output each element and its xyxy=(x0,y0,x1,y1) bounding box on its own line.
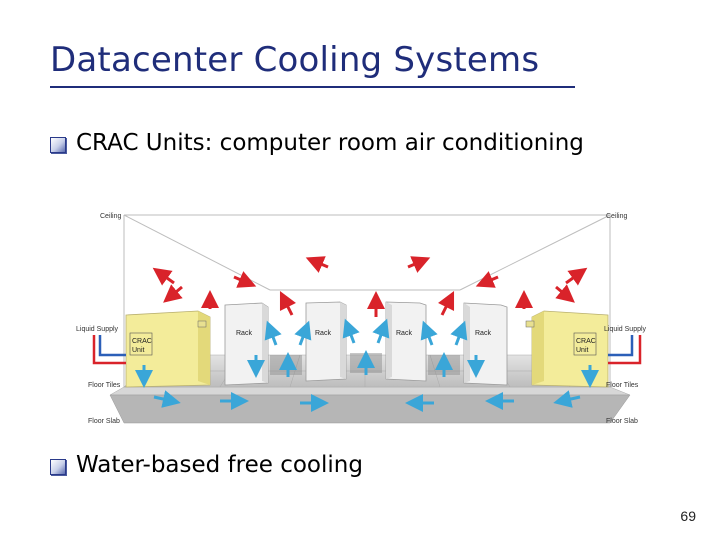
crac-right-label-1: CRAC xyxy=(576,338,596,345)
bullet-marker-icon xyxy=(50,136,66,153)
rack-label-4: Rack xyxy=(475,330,491,337)
bullet-crac-units: CRAC Units: computer room air conditioni… xyxy=(50,130,584,156)
rack-2 xyxy=(305,301,347,382)
liquid-supply-left-label: Liquid Supply xyxy=(76,326,119,333)
slide-title: Datacenter Cooling Systems xyxy=(50,40,540,80)
liquid-supply-right-label: Liquid Supply xyxy=(604,326,647,333)
ceiling-right-label: Ceiling xyxy=(606,213,628,220)
floor-slab xyxy=(109,394,631,424)
diagram-svg: CRAC Unit CRAC Unit xyxy=(76,213,647,425)
page-number: 69 xyxy=(680,508,696,524)
cold-air-arrows xyxy=(135,318,599,412)
rack-1 xyxy=(224,302,269,386)
rack-label-2: Rack xyxy=(315,330,331,337)
title-underline xyxy=(50,86,575,88)
bullet-marker-icon xyxy=(50,458,66,475)
liquid-pipes-right xyxy=(608,335,642,365)
floor-tiles-right-label: Floor Tiles xyxy=(606,382,639,389)
crac-left-label-1: CRAC xyxy=(132,338,152,345)
floor-tiles xyxy=(109,386,631,396)
crac-cooling-diagram: CRAC Unit CRAC Unit xyxy=(70,205,660,433)
crac-unit-left xyxy=(125,310,211,388)
rack-3 xyxy=(385,301,427,382)
bullet-water-cooling: Water-based free cooling xyxy=(50,452,363,478)
room-outline xyxy=(123,214,611,410)
crac-right-label-2: Unit xyxy=(576,347,589,354)
floor-tiles-left-label: Floor Tiles xyxy=(88,382,121,389)
floor-slab-left-label: Floor Slab xyxy=(88,418,120,425)
liquid-pipes-left xyxy=(92,335,126,365)
crac-left-label-2: Unit xyxy=(132,347,145,354)
rack-label-3: Rack xyxy=(396,330,412,337)
crac-unit-right xyxy=(525,310,609,388)
bullet-text: CRAC Units: computer room air conditioni… xyxy=(76,130,584,156)
rack-label-1: Rack xyxy=(236,330,252,337)
rack-4 xyxy=(463,302,508,386)
bullet-text: Water-based free cooling xyxy=(76,452,363,478)
floor-slab-right-label: Floor Slab xyxy=(606,418,638,425)
ceiling-left-label: Ceiling xyxy=(100,213,122,220)
hot-air-arrows xyxy=(152,256,588,317)
